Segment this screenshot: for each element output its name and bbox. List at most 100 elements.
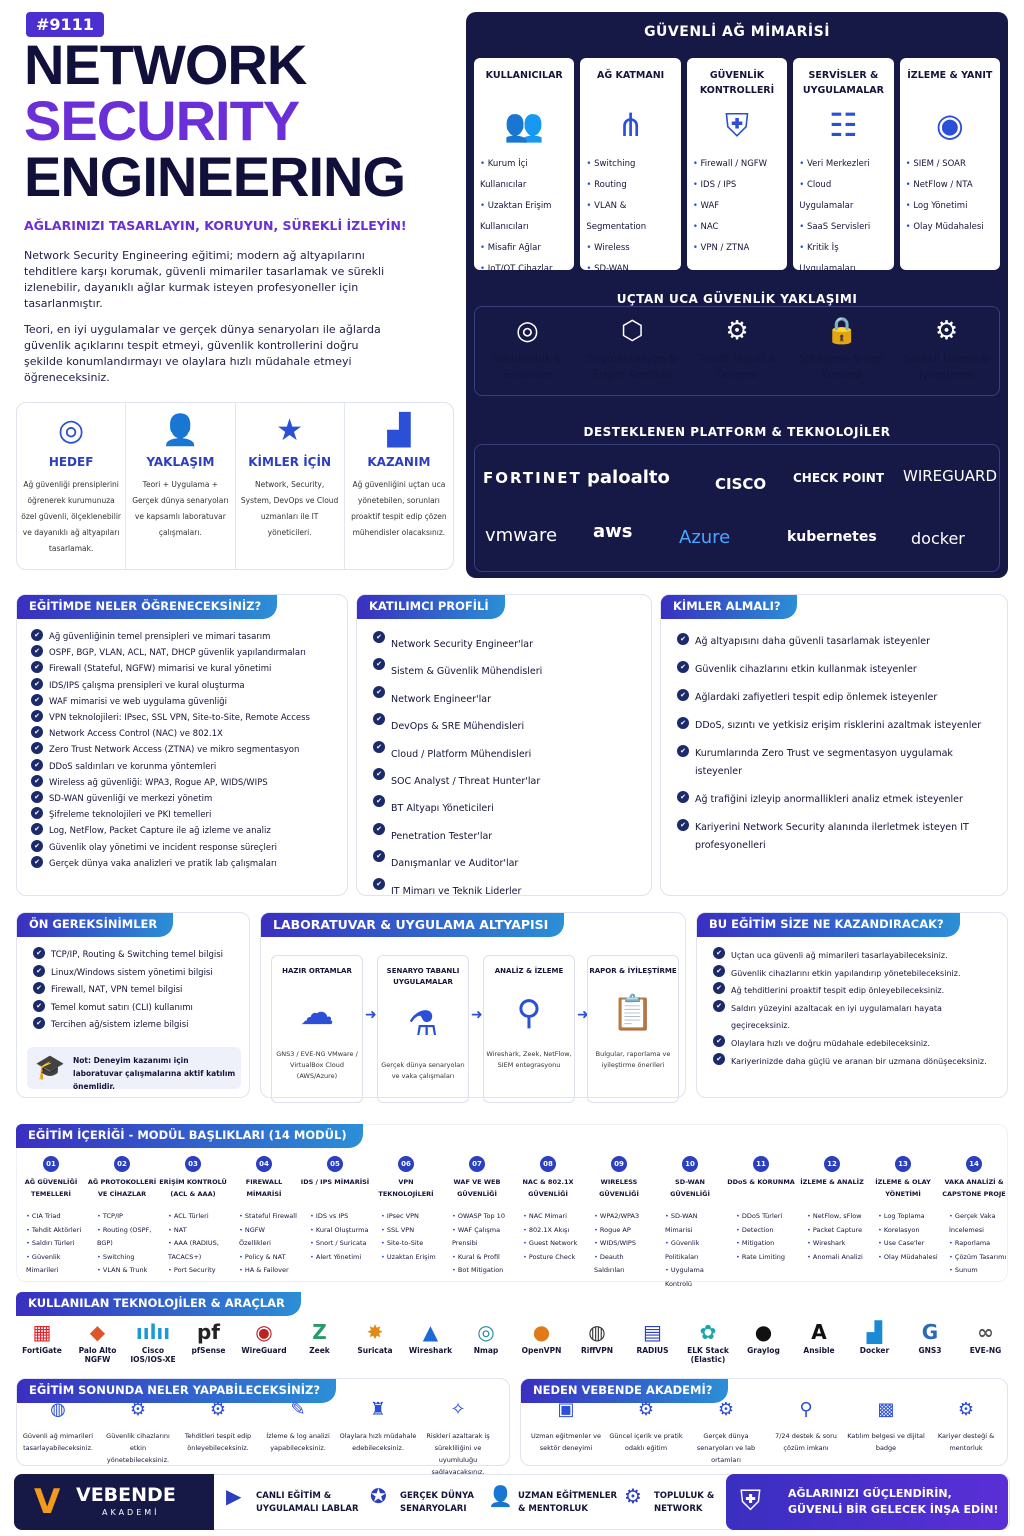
tool-item: ● OpenVPN — [514, 1318, 570, 1355]
tool-icon: pf — [196, 1320, 221, 1344]
tool-icon: G — [921, 1320, 939, 1344]
list-item: BT Altyapı Yöneticileri — [373, 795, 643, 822]
module-number: 02 — [114, 1156, 130, 1172]
arch-item: Cloud Uygulamalar — [799, 175, 887, 217]
tool-icon: ▦ — [32, 1320, 52, 1344]
arch-item: SD-WAN — [586, 259, 674, 280]
result-item: ✎İzleme & log analizi yapabileceksiniz. — [258, 1401, 338, 1454]
prereq-header: ÖN GEREKSİNİMLER — [17, 913, 174, 937]
lab-step: SENARYO TABANLI UYGULAMALAR⚗Gerçek dünya… — [377, 955, 469, 1103]
list-item: Firewall, NAT, VPN temel bilgisi — [33, 982, 245, 1000]
tool-name: WireGuard — [241, 1346, 287, 1355]
module-topic: Kural Oluşturma — [310, 1224, 370, 1238]
list-item: Wireless ağ güvenliği: WPA3, Rogue AP, W… — [31, 774, 343, 791]
e2e-item: 🔒Şifreleme & Veri Koruma — [789, 307, 894, 395]
who-list: Ağ altyapısını daha güvenli tasarlamak i… — [677, 633, 997, 855]
tool-item: ∞EVE-NG — [958, 1318, 1014, 1355]
tool-name: FortiGate — [22, 1346, 62, 1355]
eye-icon: ◉ — [935, 106, 964, 144]
why-section: NEDEN VEBENDE AKADEMİ? — [520, 1378, 1008, 1466]
tool-name: Docker — [859, 1346, 890, 1355]
list-item: TCP/IP, Routing & Switching temel bilgis… — [33, 947, 245, 965]
e2e-item: ⚙Tehdit Tespiti & Önleme — [685, 307, 790, 395]
gain-list: Uçtan uca güvenli ağ mimarileri tasarlay… — [713, 947, 1003, 1070]
lab-step: HAZIR ORTAMLAR☁GNS3 / EVE-NG VMware / Vi… — [271, 955, 363, 1103]
title-line-3: ENGINEERING — [24, 145, 406, 208]
architecture-title: GÜVENLİ AĞ MİMARİSİ — [644, 24, 830, 40]
intro-paragraph-2: Teori, en iyi uygulamalar ve gerçek düny… — [24, 323, 381, 384]
module-number: 09 — [611, 1156, 627, 1172]
list-item: Uçtan uca güvenli ağ mimarileri tasarlay… — [713, 947, 1003, 965]
module-topic: SD-WAN Mimarisi — [665, 1210, 725, 1237]
result-item: ⚙Güvenlik cihazlarını etkin yönetebilece… — [98, 1401, 178, 1466]
arch-column: AĞ KATMANI⋔SwitchingRoutingVLAN & Segmen… — [580, 58, 681, 274]
lab-step-text: Gerçek dünya senaryoları ve vaka çalışma… — [381, 1061, 465, 1080]
list-item: Firewall (Stateful, NGFW) mimarisi ve ku… — [31, 661, 343, 677]
footer-feature: ✪GERÇEK DÜNYA SENARYOLARI — [370, 1486, 500, 1516]
module-topic: Sunum — [949, 1264, 1009, 1278]
module-topic: IPsec VPN — [381, 1210, 441, 1224]
e2e-panel: ◎Görünürlük & Envanter ⬡Segmentasyon & E… — [474, 306, 1000, 396]
tool-item: ◎Nmap — [458, 1318, 514, 1355]
tool-icon: ∞ — [977, 1320, 994, 1344]
module-topic: TCP/IP — [97, 1210, 157, 1224]
lab-step-text: GNS3 / EVE-NG VMware / VirtualBox Cloud … — [276, 1050, 358, 1080]
module-topic: WIDS/WIPS — [594, 1237, 654, 1251]
module-number: 12 — [824, 1156, 840, 1172]
module-topic: Gerçek Vaka İncelemesi — [949, 1210, 1009, 1237]
why-icon: ⚲ — [799, 1399, 813, 1420]
gear-icon: ⚙ — [934, 316, 959, 346]
tool-icon: ▟ — [866, 1320, 883, 1344]
arch-item: Kritik İş Uygulamaları — [799, 238, 887, 280]
lab-step: RAPOR & İYİLEŞTİRME📋Bulgular, raporlama … — [587, 955, 679, 1103]
arch-item: VPN / ZTNA — [693, 238, 781, 259]
magnifier-icon: ⚲ — [516, 993, 542, 1033]
tool-icon: ▲ — [422, 1320, 439, 1344]
profile-section: KATILIMCI PROFİLİ Network Security Engin… — [356, 594, 652, 897]
module-topic: Stateful Firewall — [239, 1210, 299, 1224]
goal-title: YAKLAŞIM — [146, 455, 215, 469]
e2e-item: ◎Görünürlük & Envanter — [475, 307, 580, 395]
tool-icon: ● — [532, 1320, 551, 1344]
tool-name: OpenVPN — [521, 1346, 562, 1355]
arch-item: IDS / IPS — [693, 175, 781, 196]
module-title: AĞ GÜVENLİĞİ TEMELLERİ — [24, 1178, 78, 1198]
results-header: EĞİTİM SONUNDA NELER YAPABİLECEKSİNİZ? — [17, 1379, 337, 1403]
module-topic: ACL Türleri — [168, 1210, 228, 1224]
list-item: Güvenlik cihazlarını etkin yapılandırıp … — [713, 964, 1003, 983]
arch-item: NetFlow / NTA — [906, 175, 994, 196]
aws-logo: aws — [593, 521, 633, 542]
arch-column-title: İZLEME & YANIT — [907, 70, 993, 81]
arch-column: SERVİSLER & UYGULAMALAR☷Veri MerkezleriC… — [793, 58, 894, 274]
module-topic: Bot Mitigation — [452, 1264, 512, 1278]
arch-column-title: GÜVENLİK KONTROLLERİ — [699, 70, 775, 96]
brand-block: V VEBENDE AKADEMİ — [14, 1474, 214, 1530]
prereq-note-box: 🎓 Not: Deneyim kazanımı için laboratuvar… — [27, 1047, 241, 1091]
arch-item: Routing — [586, 175, 674, 196]
why-icon: ▣ — [557, 1399, 575, 1420]
module-number: 13 — [895, 1156, 911, 1172]
target-icon: ◎ — [58, 413, 85, 448]
module-number: 01 — [43, 1156, 59, 1172]
module-topic: Güvenlik Mimarileri — [26, 1251, 86, 1278]
tool-item: ◍RiffVPN — [569, 1318, 625, 1355]
module-topic: OWASP Top 10 — [452, 1210, 512, 1224]
tool-name: Palo Alto NGFW — [78, 1346, 117, 1364]
goal-text: Network, Security, System, DevOps ve Clo… — [240, 480, 339, 537]
lab-step-title: ANALİZ & İZLEME — [494, 967, 564, 975]
arch-item: SaaS Servisleri — [799, 217, 887, 238]
list-item: Sistem & Güvenlik Mühendisleri — [373, 658, 643, 685]
module-topic: Anomali Analizi — [807, 1251, 867, 1265]
module-number: 05 — [327, 1156, 343, 1172]
module-topic: Saldırı Türleri — [26, 1237, 86, 1251]
prereq-list: TCP/IP, Routing & Switching temel bilgis… — [33, 947, 245, 1035]
arch-item: Switching — [586, 154, 674, 175]
